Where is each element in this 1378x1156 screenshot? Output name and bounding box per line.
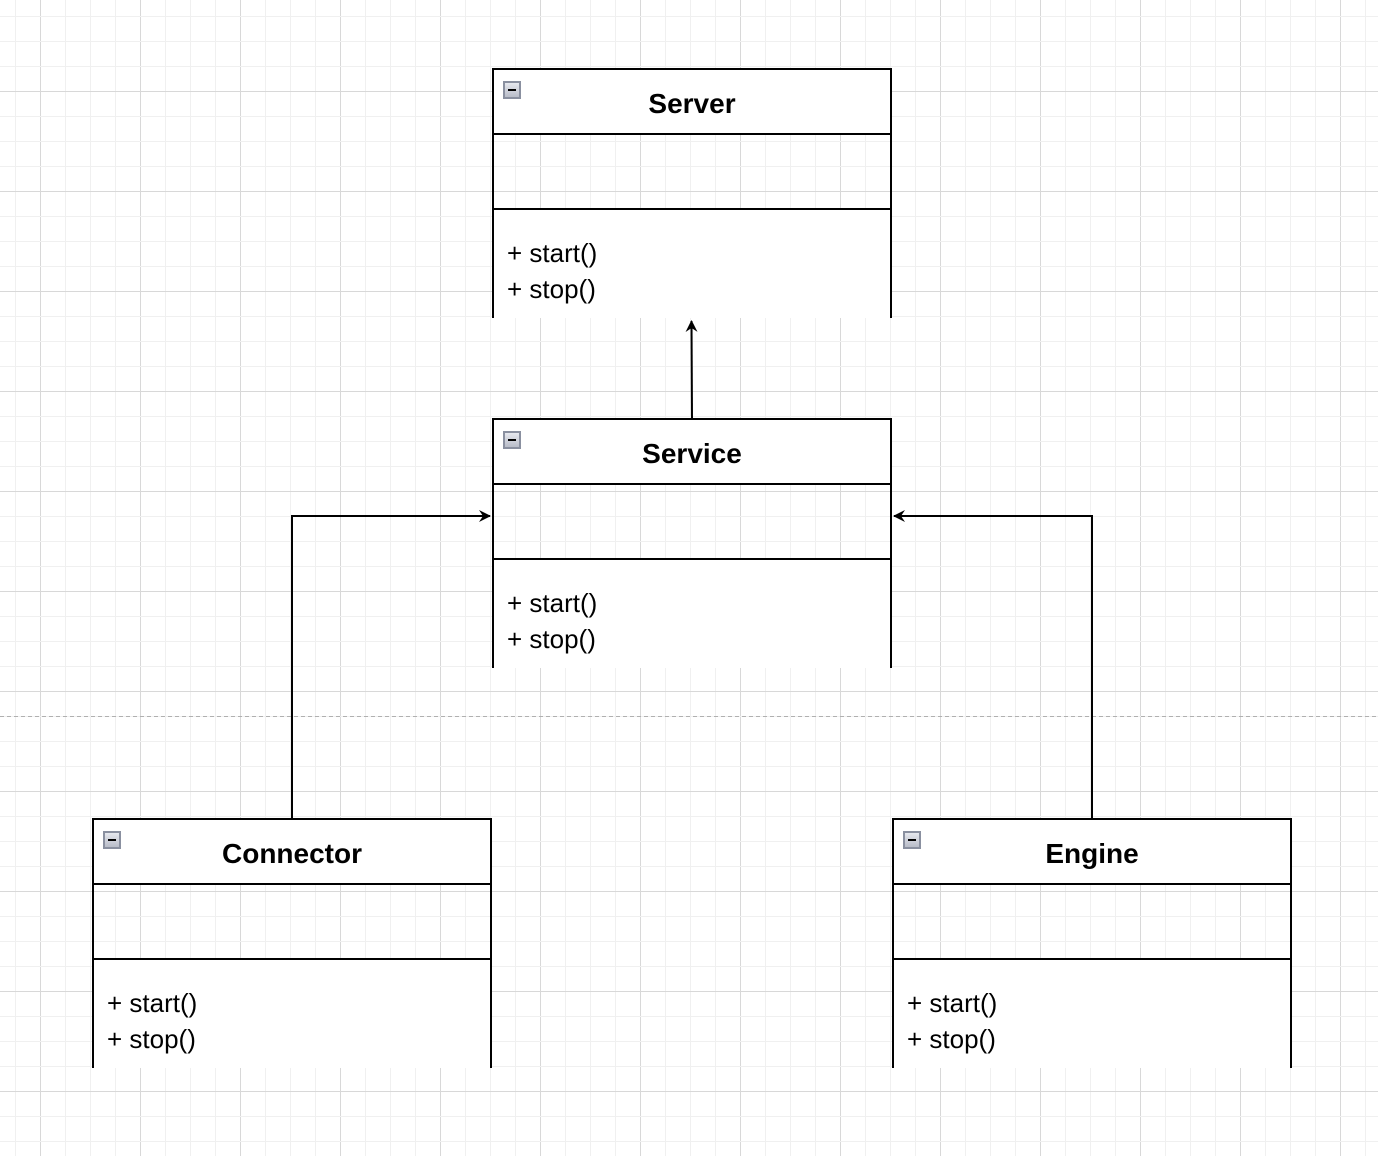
method: + start() [507,588,598,618]
method: + start() [507,238,598,268]
methods-section: + start() + stop() [494,560,890,668]
edge-engine-service[interactable] [893,510,1093,818]
method: + stop() [507,624,596,654]
class-engine[interactable]: Engine + start() + stop() [892,818,1292,1068]
attributes-section [494,485,890,560]
methods-section: + start() + stop() [894,960,1290,1068]
method: + stop() [107,1024,196,1054]
attributes-section [894,885,1290,960]
class-name: Connector [222,838,362,869]
methods-section: + start() + stop() [94,960,490,1068]
attributes-section [94,885,490,960]
methods-section: + start() + stop() [494,210,890,318]
method: + start() [907,988,998,1018]
attributes-section [494,135,890,210]
method: + stop() [907,1024,996,1054]
class-connector[interactable]: Connector + start() + stop() [92,818,492,1068]
class-server[interactable]: Server + start() + stop() [492,68,892,318]
method: + stop() [507,274,596,304]
collapse-icon[interactable] [503,431,521,449]
collapse-icon[interactable] [903,831,921,849]
collapse-icon[interactable] [503,81,521,99]
edge-connector-service[interactable] [291,510,491,818]
class-name: Server [648,88,736,119]
edge-service-server[interactable] [685,320,698,419]
class-service[interactable]: Service + start() + stop() [492,418,892,668]
collapse-icon[interactable] [103,831,121,849]
class-name: Engine [1045,838,1139,869]
method: + start() [107,988,198,1018]
class-name: Service [642,438,742,469]
